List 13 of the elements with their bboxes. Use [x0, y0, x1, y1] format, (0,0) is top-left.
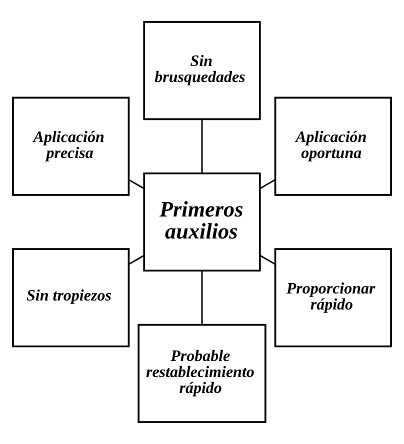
node-box: Primeros auxilios [143, 172, 261, 272]
node-box: Probable restablecimiento rápido [138, 324, 266, 423]
node-box: Sin brusquedades [143, 21, 261, 120]
node-box: Proporcionar rápido [274, 248, 392, 348]
node-box: Aplicación oportuna [274, 96, 392, 196]
connector [128, 254, 144, 265]
connector [128, 179, 144, 190]
node-box: Sin tropiezos [12, 248, 130, 348]
connector [260, 254, 276, 265]
node-box: Aplicación precisa [12, 96, 130, 196]
connector [201, 119, 203, 174]
connector [201, 270, 203, 325]
connector [260, 179, 276, 190]
